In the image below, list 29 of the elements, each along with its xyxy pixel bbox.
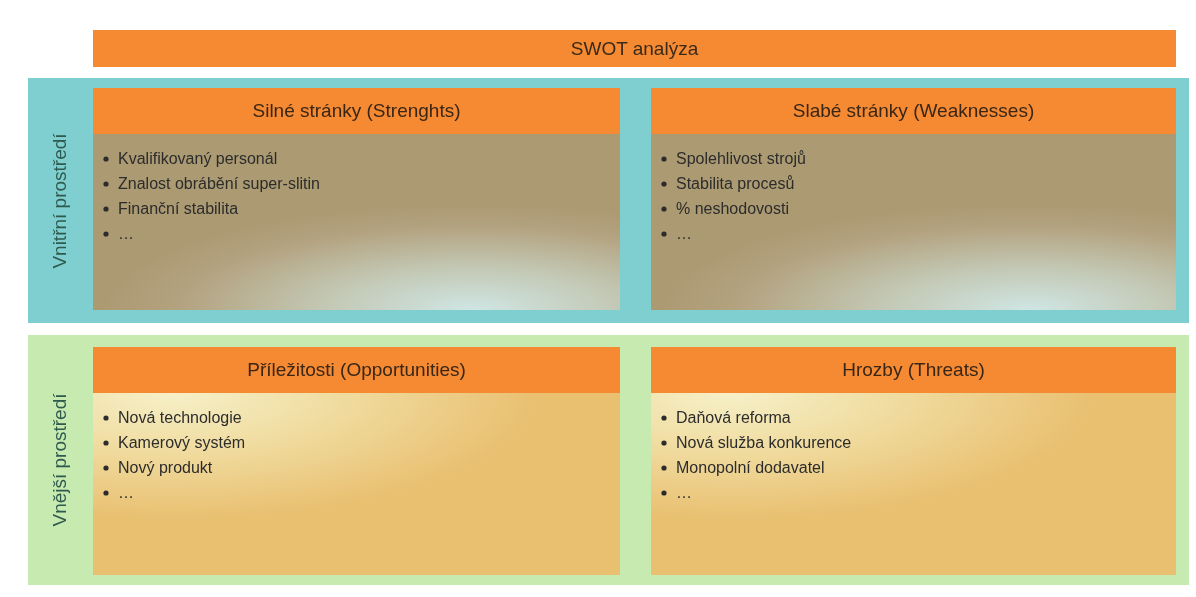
list-item-text: … (676, 224, 692, 244)
list-item-text: … (118, 483, 134, 503)
list-item-text: Stabilita procesů (676, 174, 795, 194)
list-item-text: Nová služba konkurence (676, 433, 852, 453)
list-item-text: Nový produkt (118, 458, 213, 478)
list-item-text: Monopolní dodavatel (676, 458, 825, 478)
list-item-text: … (676, 483, 692, 503)
list-item-text: Kvalifikovaný personál (118, 149, 278, 169)
quadrant-heading: Hrozby (Threats) (651, 347, 1176, 393)
category-band (28, 335, 1189, 585)
list-item-text: % neshodovosti (676, 199, 789, 219)
swot-quadrant (93, 88, 620, 310)
list-item-text: Znalost obrábění super-slitin (118, 174, 320, 194)
list-item-text: … (118, 224, 134, 244)
list-item-text: Spolehlivost strojů (676, 149, 806, 169)
quadrant-heading: Příležitosti (Opportunities) (93, 347, 620, 393)
list-item-text: Kamerový systém (118, 433, 246, 453)
list-item-text: Daňová reforma (676, 408, 791, 428)
band-label: Vnitřní prostředí (49, 132, 71, 269)
band-label: Vnější prostředí (49, 393, 71, 527)
swot-quadrant (93, 347, 620, 575)
swot-quadrant (651, 88, 1176, 310)
quadrant-heading: Slabé stránky (Weaknesses) (651, 88, 1176, 134)
list-item-text: Finanční stabilita (118, 199, 239, 219)
swot-quadrant (651, 347, 1176, 575)
title-bar: SWOT analýza (93, 30, 1176, 67)
category-band (28, 78, 1189, 323)
list-item-text: Nová technologie (118, 408, 242, 428)
quadrant-heading: Silné stránky (Strenghts) (93, 88, 620, 134)
